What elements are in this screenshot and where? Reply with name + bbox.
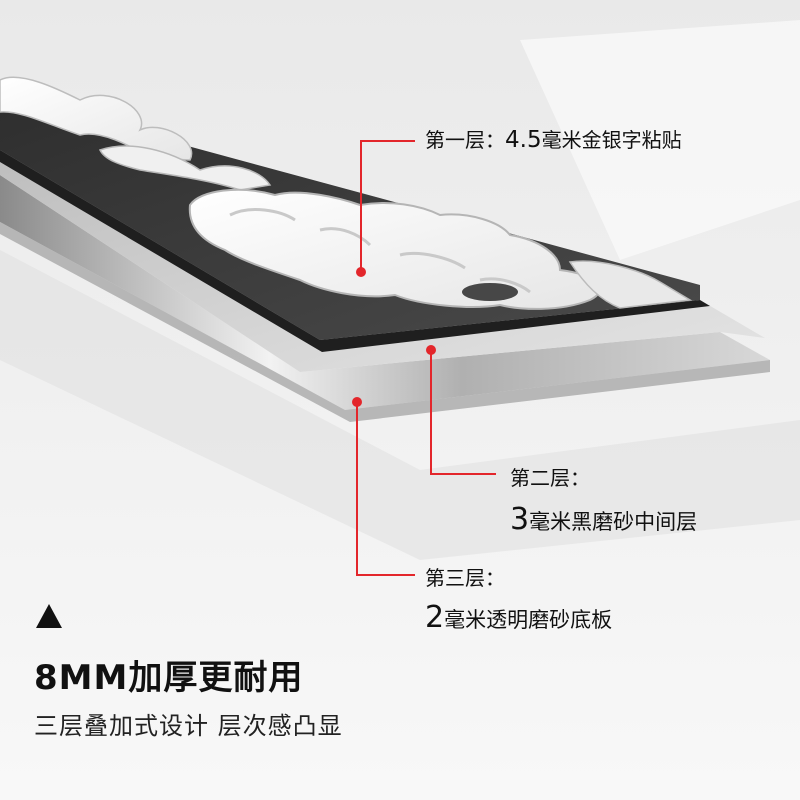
layer2-desc: 毫米黑磨砂中间层 — [529, 510, 698, 534]
plate-shadow — [0, 250, 800, 560]
light-sweep — [520, 20, 800, 260]
callout-line-layer3 — [356, 402, 415, 576]
layer3-number: 2 — [425, 600, 445, 635]
callout-dot-layer2 — [426, 345, 436, 355]
headline: 8MM加厚更耐用 — [34, 658, 304, 698]
callout-line-layer2 — [430, 350, 496, 475]
layer1-label: 第一层：4.5毫米金银字粘贴 — [425, 124, 682, 153]
layer3-detail: 2毫米透明磨砂底板 — [425, 600, 612, 635]
subline: 三层叠加式设计 层次感凸显 — [34, 712, 343, 740]
triangle-up-icon — [36, 604, 62, 628]
acrylic-base-edge — [0, 175, 770, 410]
callout-dot-layer3 — [352, 397, 362, 407]
layer1-title: 第一层： — [425, 128, 505, 152]
callout-lines — [356, 140, 496, 576]
layer2-detail: 3毫米黑磨砂中间层 — [510, 502, 697, 537]
layer1-number: 4.5 — [505, 127, 542, 153]
layer3-title: 第三层： — [425, 566, 505, 590]
layer2-number: 3 — [510, 502, 530, 537]
raised-letters — [0, 76, 693, 310]
layer1-desc: 毫米金银字粘贴 — [541, 128, 682, 152]
layer3-desc: 毫米透明磨砂底板 — [444, 608, 613, 632]
callout-dot-layer1 — [356, 267, 366, 277]
layer2-title: 第二层： — [510, 466, 590, 490]
callout-line-layer1 — [360, 140, 415, 272]
